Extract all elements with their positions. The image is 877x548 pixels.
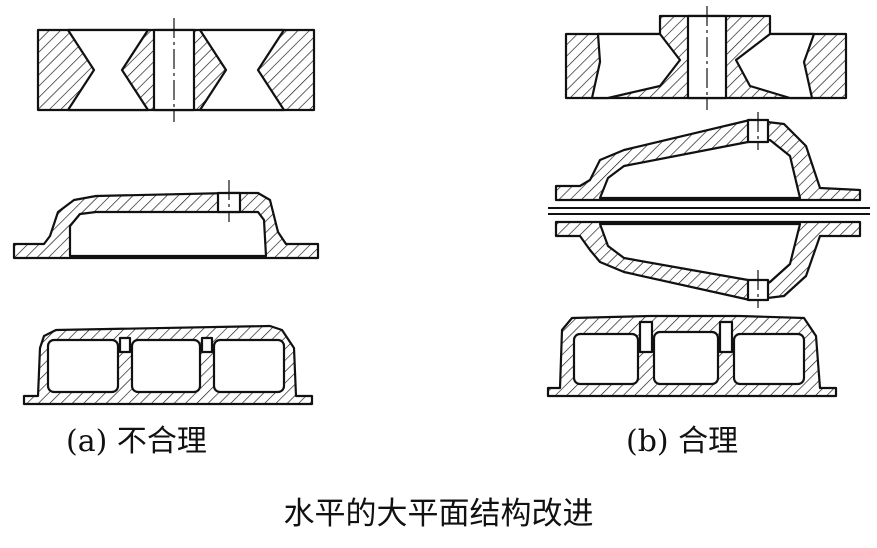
figure-title: 水平的大平面结构改进 [283, 496, 594, 532]
caption-reasonable: (b) 合理 [626, 424, 739, 459]
bad-design-flat-cover [12, 180, 320, 260]
caption-unreasonable: (a) 不合理 [66, 424, 207, 459]
good-design-sloped-cover-upper [554, 112, 862, 202]
bad-design-ribbed-housing [22, 324, 314, 406]
bad-design-flat-plate [36, 18, 316, 122]
good-design-raised-hub-plate [564, 6, 848, 110]
good-design-sloped-cover-lower [554, 220, 862, 308]
good-design-ribbed-housing [546, 314, 838, 398]
good-design-shaft [548, 207, 870, 215]
